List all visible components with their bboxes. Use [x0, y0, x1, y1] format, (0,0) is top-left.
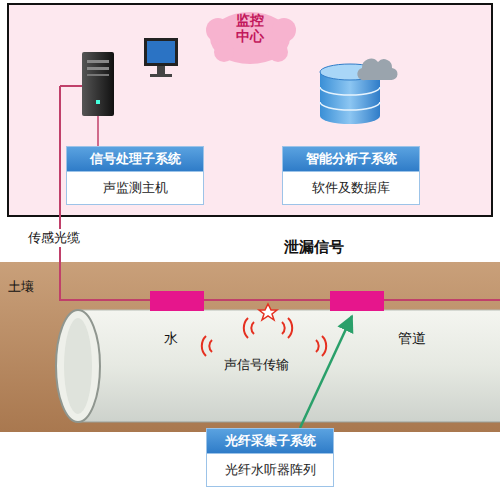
box-heading: 信号处理子系统 — [67, 147, 203, 171]
leak-point — [259, 304, 277, 320]
soil-band — [0, 262, 500, 432]
leak-label: 泄漏信号 — [284, 238, 344, 257]
water-label: 水 — [164, 330, 178, 348]
cable-label: 传感光缆 — [26, 229, 82, 247]
center-title: 监控中心 — [235, 12, 264, 44]
database-icon — [320, 59, 398, 124]
center-bubble — [206, 12, 296, 64]
monitor-panel — [8, 4, 492, 216]
box-body: 光纤水听器阵列 — [207, 453, 333, 486]
subsystem-box: 智能分析子系统软件及数据库 — [282, 146, 420, 205]
pipe — [56, 310, 500, 422]
hydrophone — [330, 291, 384, 311]
soil-label: 土壤 — [8, 278, 34, 296]
box-body: 声监测主机 — [67, 171, 203, 204]
sound-label: 声信号传输 — [224, 356, 289, 374]
subsystem-box: 信号处理子系统声监测主机 — [66, 146, 204, 205]
monitor-icon — [144, 38, 178, 77]
hydrophone — [150, 291, 204, 311]
sound-waves — [202, 318, 326, 356]
server-icon — [82, 52, 114, 116]
center-label: 监控中心 — [208, 12, 292, 44]
box-body: 软件及数据库 — [283, 171, 419, 204]
box-heading: 光纤采集子系统 — [207, 429, 333, 453]
box-heading: 智能分析子系统 — [283, 147, 419, 171]
pointer-arrow — [300, 316, 352, 428]
pipe-label: 管道 — [398, 330, 426, 348]
link-line — [97, 116, 99, 148]
sensing-fiber — [60, 86, 500, 300]
subsystem-box: 光纤采集子系统光纤水听器阵列 — [206, 428, 334, 487]
